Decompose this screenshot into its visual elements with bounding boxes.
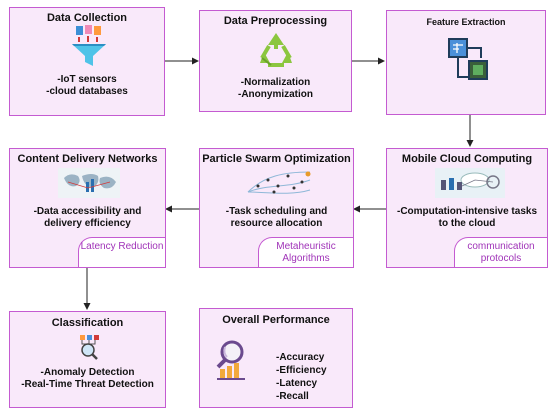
data-preprocessing-box: Data Preprocessing -Normalization -Anony… [199, 10, 352, 112]
metric-efficiency: -Efficiency [276, 365, 327, 376]
latency-reduction-tag: Latency Reduction [78, 237, 165, 267]
content-delivery-networks-box: Content Delivery Networks -Data accessib… [9, 148, 166, 268]
box-title: Content Delivery Networks [17, 153, 158, 165]
box-title: Particle Swarm Optimization [202, 153, 351, 165]
metric-latency: -Latency [276, 378, 318, 389]
pso-text: -Task scheduling and resource allocation [225, 206, 328, 229]
classification-search-icon [76, 334, 102, 365]
box-title: Classification [51, 317, 124, 329]
cloud-network-icon [435, 168, 505, 203]
data-collection-text: -IoT sensors -cloud databases [14, 74, 160, 98]
world-map-icon [58, 168, 120, 203]
text-line: -Anonymization [238, 89, 313, 100]
feature-extraction-box: Feature Extraction [386, 10, 546, 115]
text-line: -IoT sensors [57, 74, 117, 85]
text-line: -Real-Time Threat Detection [21, 379, 154, 390]
classification-text: -Anomaly Detection -Real-Time Threat Det… [14, 367, 161, 391]
box-title: Mobile Cloud Computing [401, 153, 533, 165]
box-title: Data Collection [46, 12, 128, 24]
data-collection-box: Data Collection -IoT sensors -cloud data… [9, 7, 165, 116]
performance-metrics-list: -Accuracy -Efficiency -Latency -Recall [276, 351, 327, 403]
box-title: Feature Extraction [426, 17, 506, 27]
overall-performance-box: Overall Performance -Accuracy -Efficienc… [199, 308, 353, 408]
classification-box: Classification -Anomaly Detection -Real-… [9, 311, 166, 408]
mobile-cloud-computing-box: Mobile Cloud Computing -Computation-inte… [386, 148, 548, 268]
particle-swarm-icon [244, 168, 314, 203]
mobile-cloud-text: -Computation-intensive tasks to the clou… [396, 206, 538, 229]
communication-protocols-tag: communication protocols [454, 237, 547, 267]
text-line: -Anomaly Detection [40, 367, 135, 378]
magnifier-bar-chart-icon [214, 339, 248, 386]
circuit-chip-icon [445, 35, 489, 88]
cdn-text: -Data accessibility and delivery efficie… [33, 206, 142, 229]
text-line: -Normalization [240, 77, 311, 88]
text-line: -cloud databases [46, 86, 128, 97]
metric-recall: -Recall [276, 391, 309, 402]
particle-swarm-optimization-box: Particle Swarm Optimization -Task schedu… [199, 148, 354, 268]
metaheuristic-algorithms-tag: Metaheuristic Algorithms [258, 237, 353, 267]
box-title: Data Preprocessing [223, 15, 328, 27]
box-title: Overall Performance [222, 314, 330, 326]
recycle-icon [256, 30, 296, 75]
data-preprocessing-text: -Normalization -Anonymization [204, 77, 347, 101]
metric-accuracy: -Accuracy [276, 352, 325, 363]
funnel-documents-icon [70, 24, 108, 73]
